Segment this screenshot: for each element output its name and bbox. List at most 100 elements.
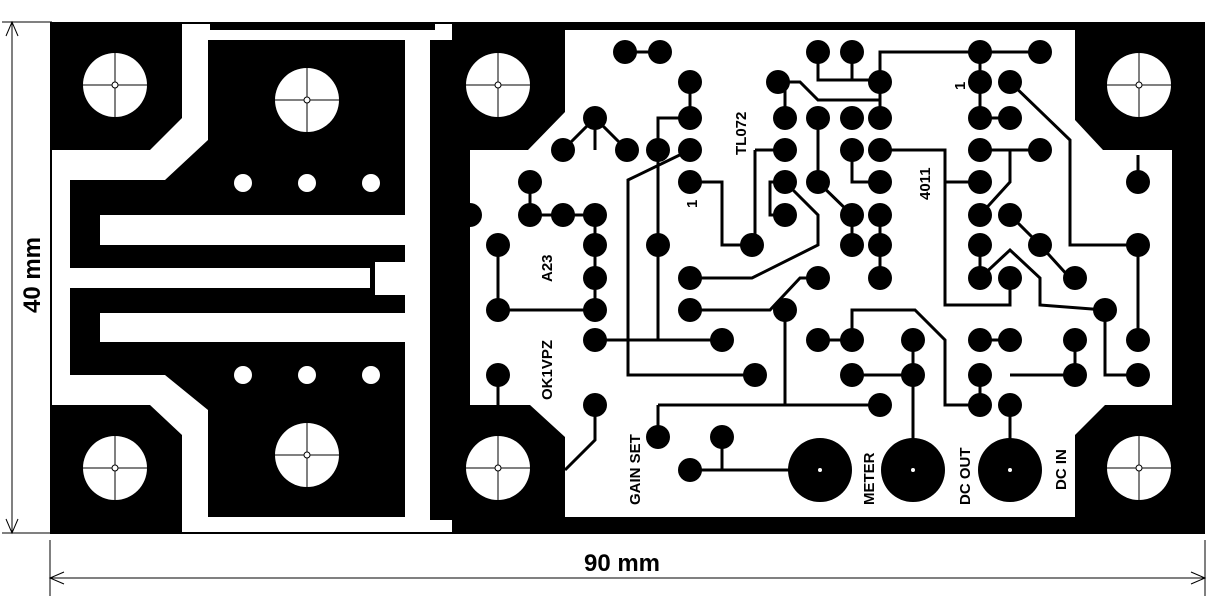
mounting-hole [1107,436,1171,500]
solder-pad [840,328,864,352]
ic-pin [968,138,992,162]
solder-pad [806,328,830,352]
solder-pad [583,106,607,130]
height-dimension-label: 40 mm [19,237,46,313]
pin1-marker: 1 [952,82,969,90]
ic-pin [968,266,992,290]
ic-pin [678,170,702,194]
solder-pad [678,266,702,290]
solder-pad [998,203,1022,227]
solder-pad [583,393,607,417]
dc-out-label: DC OUT [957,448,974,506]
solder-pad [806,106,830,130]
meter-label: METER [861,452,878,505]
solder-pad [678,70,702,94]
solder-pad [458,203,482,227]
width-dimension-label: 90 mm [584,550,660,577]
solder-pad [1063,266,1087,290]
pin1-marker: 1 [684,200,701,208]
solder-pad [1063,328,1087,352]
ic1-label: TL072 [733,112,750,155]
solder-pad [710,328,734,352]
rf-filter-section [52,24,452,532]
via-hole [362,366,380,384]
ic-pin [868,106,892,130]
solder-pad [766,70,790,94]
mounting-holes [83,53,1171,500]
solder-pad [551,203,575,227]
ic2-label: 4011 [917,167,934,200]
ic-pin [868,170,892,194]
via-hole [298,174,316,192]
solder-pad [1028,138,1052,162]
solder-pad [968,40,992,64]
solder-pad [518,203,542,227]
solder-pad [840,203,864,227]
solder-pad [868,393,892,417]
mounting-hole [275,68,339,132]
solder-pad [1126,363,1150,387]
ic-pin [968,106,992,130]
ic-pin [968,170,992,194]
ic-pin [773,138,797,162]
mounting-hole [83,436,147,500]
solder-pad [583,266,607,290]
solder-pad [968,70,992,94]
solder-pad [998,328,1022,352]
gain-set-label: GAIN SET [627,434,644,505]
dimension-horizontal [48,540,1207,596]
via-hole [362,174,380,192]
via-hole [298,366,316,384]
solder-pad [646,138,670,162]
ic-pin [968,203,992,227]
ic-pin [868,138,892,162]
ic-pin [868,266,892,290]
ic-pin [840,138,864,162]
solder-pad [840,40,864,64]
via-hole [234,366,252,384]
solder-pad [486,298,510,322]
solder-pad [806,266,830,290]
solder-pad [1028,233,1052,257]
solder-pad [1063,363,1087,387]
solder-pad [968,363,992,387]
solder-pad [1126,233,1150,257]
mounting-hole [466,436,530,500]
solder-pad [968,328,992,352]
solder-pad [998,70,1022,94]
solder-pad [773,298,797,322]
solder-pad [840,233,864,257]
via-hole [234,174,252,192]
ic-pin [868,203,892,227]
mounting-hole [83,53,147,117]
solder-pad [678,298,702,322]
author-label: OK1VPZ [539,340,556,400]
ic-pin [968,233,992,257]
board-id-label: A23 [539,254,556,282]
solder-pad [518,170,542,194]
solder-pad [840,363,864,387]
solder-pad [678,106,702,130]
solder-pad [868,70,892,94]
solder-pad [1093,298,1117,322]
mounting-hole [466,53,530,117]
ic-pin [868,233,892,257]
mounting-hole [275,423,339,487]
solder-pad [551,138,575,162]
solder-pad [710,425,734,449]
solder-pad [486,233,510,257]
ic-pin [773,106,797,130]
solder-pad [806,40,830,64]
solder-pad [998,106,1022,130]
dimension-vertical [2,20,52,535]
solder-pad [743,363,767,387]
solder-pad [486,363,510,387]
solder-pad [583,298,607,322]
ic-pin [773,170,797,194]
dc-in-label: DC IN [1053,449,1070,490]
solder-pad [646,233,670,257]
solder-pad [1126,328,1150,352]
solder-pad [583,233,607,257]
solder-pad [901,363,925,387]
